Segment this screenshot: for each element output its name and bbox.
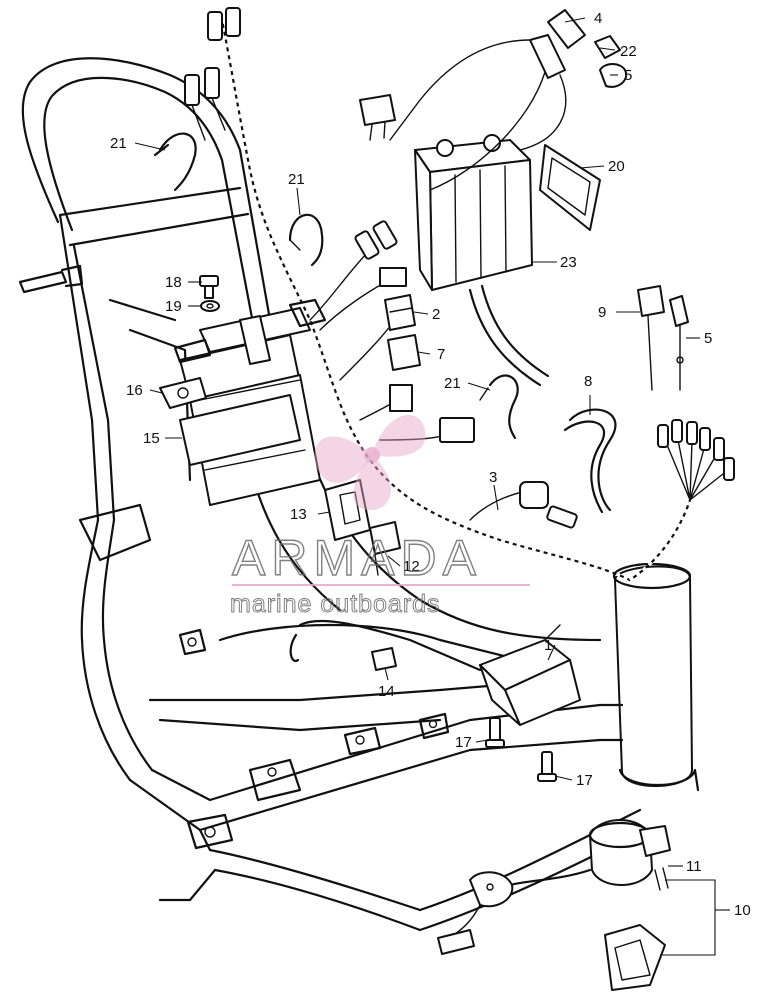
connector [354, 230, 380, 260]
rectifier-assembly [173, 298, 327, 506]
bolt-18 [199, 275, 219, 299]
label-16: 16 [126, 382, 143, 399]
propeller-logo-icon [314, 415, 426, 510]
bullet-connectors [657, 419, 735, 501]
label-10: 10 [734, 902, 751, 919]
label-9: 9 [598, 304, 606, 321]
label-21c: 21 [444, 375, 461, 392]
ignition-coil [289, 619, 581, 726]
clip-21b [288, 213, 324, 267]
label-11: 11 [686, 858, 702, 875]
label-13: 13 [290, 506, 307, 523]
label-19: 19 [165, 298, 182, 315]
label-7: 7 [437, 346, 445, 363]
battery [414, 134, 550, 387]
bolt-17a [485, 717, 505, 748]
label-18: 18 [165, 274, 182, 291]
clip-21c [479, 374, 519, 440]
label-3: 3 [489, 469, 497, 486]
watermark-title: ARMADA [232, 530, 482, 586]
leader-lines [134, 17, 730, 956]
connector [379, 267, 407, 287]
connector [204, 67, 220, 99]
connector [519, 481, 549, 509]
connector [184, 74, 200, 106]
unit-12 [369, 521, 401, 576]
label-15: 15 [143, 430, 160, 447]
ignition-switch [437, 819, 671, 991]
relay-2 [384, 294, 416, 331]
part-9 [637, 285, 665, 391]
connector [546, 505, 578, 529]
connector [225, 7, 241, 37]
label-23: 23 [560, 254, 577, 271]
label-21a: 21 [110, 135, 127, 152]
label-2: 2 [432, 306, 440, 323]
bolt-17b [537, 751, 557, 782]
label-12: 12 [403, 558, 420, 575]
connector [389, 384, 413, 412]
fuse-holder [359, 9, 628, 191]
relay-7 [387, 334, 421, 371]
watermark: ARMADA marine outboards [230, 415, 530, 619]
bracket-16 [159, 377, 207, 409]
label-6: 5 [624, 67, 632, 84]
label-1: 1 [544, 637, 552, 654]
washer-19 [200, 300, 220, 312]
clamp-14 [371, 647, 397, 671]
label-8: 8 [584, 373, 592, 390]
label-22: 22 [620, 43, 637, 60]
label-17b: 17 [576, 772, 593, 789]
label-20: 20 [608, 158, 625, 175]
connector [372, 220, 398, 250]
part-5-right [669, 295, 689, 391]
label-21b: 21 [288, 171, 305, 188]
wiring-harness [184, 7, 735, 582]
plate-20 [539, 144, 601, 231]
label-17a: 17 [455, 734, 472, 751]
label-4: 4 [594, 10, 602, 27]
label-14: 14 [378, 683, 395, 700]
band-8 [563, 408, 617, 514]
watermark-subtitle: marine outboards [230, 590, 441, 618]
connector [439, 417, 475, 443]
clip-21a [153, 132, 197, 192]
connector [207, 11, 223, 41]
label-5-right: 5 [704, 330, 712, 347]
callout-labels: 1 2 3 4 5 5 7 8 9 10 11 12 13 14 15 16 1… [110, 10, 751, 919]
